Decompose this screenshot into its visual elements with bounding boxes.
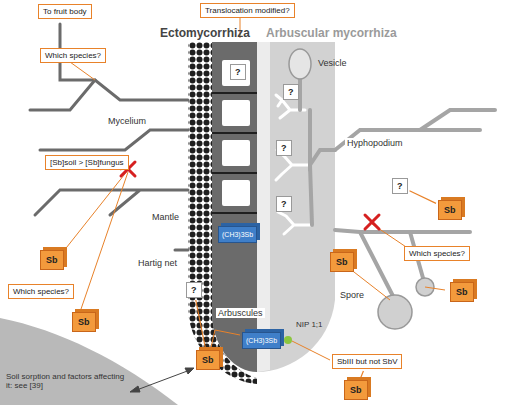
connector-line xyxy=(410,191,437,204)
ecto-root xyxy=(212,42,257,372)
node-text: (CH3)3Sb xyxy=(246,337,277,344)
label-text: Spore xyxy=(340,290,364,300)
label-text: NIP 1;1 xyxy=(296,320,323,329)
ecto-hyphae xyxy=(30,24,188,250)
hartig-net-lines xyxy=(212,93,257,213)
label-text: Soil sorption and factors affecting it: … xyxy=(6,372,128,390)
part-label: Hyphopodium xyxy=(345,138,405,148)
antimony-cube: Sb xyxy=(72,312,96,332)
section-title: Ectomycorrhiza xyxy=(160,26,250,40)
question-box: ? xyxy=(186,282,202,298)
question-box: ? xyxy=(276,196,292,212)
callout-box: Translocation modified? xyxy=(200,3,295,18)
node-text: SbIII but not SbV xyxy=(337,357,397,366)
red-cross xyxy=(121,162,379,229)
node-text: Sb xyxy=(336,257,348,267)
node-text: ? xyxy=(397,181,403,191)
soil-double-arrow xyxy=(130,368,194,392)
antimony-cube: Sb xyxy=(40,250,64,270)
part-label: Vesicle xyxy=(318,58,347,68)
question-box: ? xyxy=(276,140,292,156)
trimethylstibine-cube: (CH3)3Sb xyxy=(242,332,281,349)
antimony-cube: Sb xyxy=(438,200,462,220)
node-text: ? xyxy=(281,143,287,153)
node-text: Which species? xyxy=(13,287,69,296)
connector-line xyxy=(196,300,206,348)
callout-box: Which species? xyxy=(8,284,74,299)
callout-box: [Sb]soil > [Sb]fungus xyxy=(45,155,129,170)
node-text: Sb xyxy=(350,385,362,395)
question-box: ? xyxy=(392,178,408,194)
question-box: ? xyxy=(283,84,299,100)
node-text: ? xyxy=(191,285,197,295)
part-label: Hartig net xyxy=(136,258,179,268)
node-text: Sb xyxy=(46,255,58,265)
node-text: To fruit body xyxy=(43,7,87,16)
part-label: Mantle xyxy=(150,212,181,222)
part-label: NIP 1;1 xyxy=(296,320,323,329)
node-text: Sb xyxy=(444,205,456,215)
node-text: Which species? xyxy=(409,249,465,258)
label-text: Mantle xyxy=(152,212,179,222)
node-text: (CH3)3Sb xyxy=(222,231,253,238)
nip-channel xyxy=(284,336,292,344)
label-text: Hartig net xyxy=(138,258,177,268)
section-title: Arbuscular mycorrhiza xyxy=(266,26,397,40)
part-label: Mycelium xyxy=(108,116,146,126)
question-box: ? xyxy=(230,64,246,80)
leader-lines xyxy=(55,14,445,352)
nip-leader xyxy=(292,341,330,360)
label-text: Mycelium xyxy=(108,116,146,126)
callout-box: SbIII but not SbV xyxy=(332,354,402,369)
node-text: ? xyxy=(235,67,241,77)
am-stele xyxy=(257,42,270,372)
antimony-cube: Sb xyxy=(450,282,474,302)
node-text: Sb xyxy=(202,355,214,365)
callout-box: To fruit body xyxy=(38,4,92,19)
am-hyphae xyxy=(300,78,495,300)
am-root xyxy=(257,42,335,372)
connector-line xyxy=(361,371,364,378)
node-text: [Sb]soil > [Sb]fungus xyxy=(50,158,124,167)
antimony-cube: Sb xyxy=(344,380,368,400)
label-text: Hyphopodium xyxy=(347,138,403,148)
part-label: Arbuscules xyxy=(216,308,265,318)
node-text: Which species? xyxy=(45,51,101,60)
label-text: Vesicle xyxy=(318,58,347,68)
node-text: Translocation modified? xyxy=(205,6,290,15)
callout-box: Which species? xyxy=(404,246,470,261)
node-text: ? xyxy=(288,87,294,97)
antimony-cube: Sb xyxy=(330,252,354,272)
label-text: Arbuscular mycorrhiza xyxy=(266,26,397,40)
arbuscules xyxy=(276,95,312,234)
callout-box: Which species? xyxy=(40,48,106,63)
label-text: Ectomycorrhiza xyxy=(160,26,250,40)
part-label: Spore xyxy=(340,290,364,300)
node-text: ? xyxy=(281,199,287,209)
node-text: Sb xyxy=(78,317,90,327)
vesicle xyxy=(289,49,311,79)
note: Soil sorption and factors affecting it: … xyxy=(6,372,128,390)
antimony-cube: Sb xyxy=(196,350,220,370)
spore xyxy=(378,295,412,329)
trimethylstibine-cube: (CH3)3Sb xyxy=(218,226,257,243)
node-text: Sb xyxy=(456,287,468,297)
label-text: Arbuscules xyxy=(218,308,263,318)
